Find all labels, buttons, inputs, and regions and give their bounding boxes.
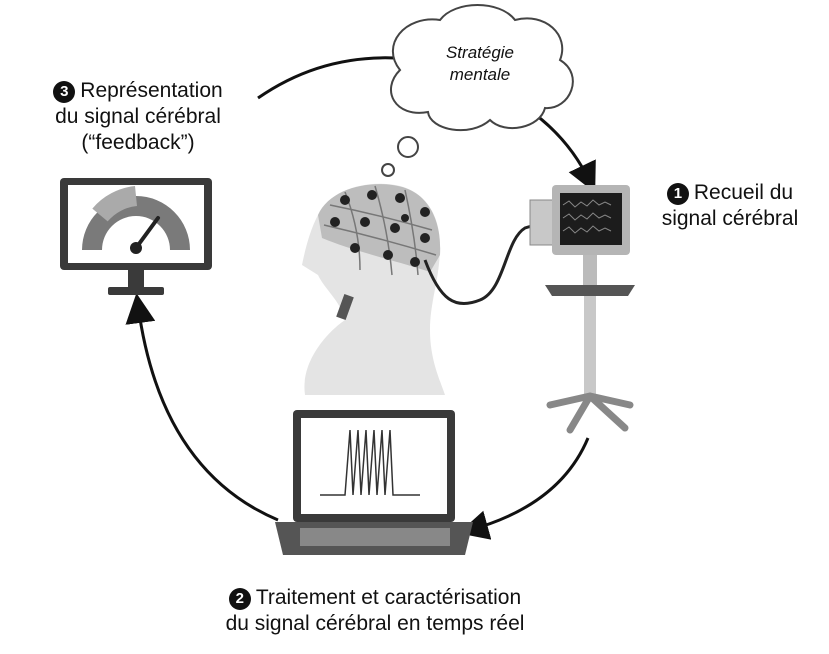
arrow-station-to-laptop: [458, 437, 590, 540]
step-1-badge: 1: [666, 183, 689, 205]
arrow-laptop-to-monitor: [125, 293, 279, 522]
step-1-line2: signal cérébral: [661, 207, 799, 230]
step-2-line1: Traitement et caractérisation: [255, 586, 522, 609]
step-1-line1: Recueil du: [693, 181, 794, 204]
cloud-label: Stratégie mentale: [415, 42, 545, 86]
cloud-line2: mentale: [449, 65, 511, 84]
feedback-monitor-icon: [60, 178, 212, 295]
step-3-line2: du signal cérébral: [55, 105, 221, 128]
step-2-badge: 2: [228, 588, 251, 610]
arrow-top-to-cloud: [257, 56, 396, 100]
step-3-badge: 3: [53, 81, 76, 103]
step-2-line2: du signal cérébral en temps réel: [225, 612, 525, 635]
step-3-line1: Représentation: [80, 79, 223, 102]
thought-cloud: [381, 4, 574, 177]
laptop-icon: [275, 410, 473, 555]
step-3-line3: (“feedback”): [81, 131, 195, 154]
arrow-cloud-to-station: [531, 110, 596, 193]
acquisition-station-icon: [529, 185, 635, 434]
eeg-head-icon: [302, 183, 546, 395]
cloud-line1: Stratégie: [445, 43, 515, 62]
